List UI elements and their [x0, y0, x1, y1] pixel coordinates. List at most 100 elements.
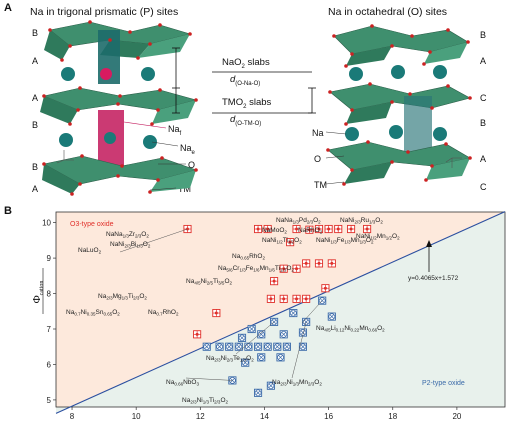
- label-na-nb-o3: Na0.66NbO3: [166, 379, 199, 387]
- tm-label-left: TM: [178, 184, 191, 194]
- label-na-mg-ti: Na2/3Mg1/3Ti2/3O2: [98, 293, 147, 301]
- p2-data-point: [253, 342, 263, 351]
- d1-label: d(O-Na-O): [230, 74, 261, 87]
- d2-label: d(O-TM-O): [230, 114, 262, 127]
- x-tick-label: 16: [324, 412, 333, 421]
- x-tick-label: 8: [70, 412, 75, 421]
- o3-region-label: O3-type oxide: [70, 221, 114, 228]
- plot-frame: [55, 211, 506, 408]
- y-tick-label: 8: [47, 290, 52, 299]
- p2-data-point: [234, 342, 243, 351]
- compound-labels-p2: Na4/5Li0.12Ni0.22Mn0.66O2 Na2/3Ni2/3Te1/…: [166, 325, 385, 405]
- label-na-zr-bi: NaNa1/3Zr2/3O2: [106, 231, 149, 239]
- data-points: [119, 224, 372, 397]
- slab-brackets: [172, 47, 316, 114]
- right-stack-5: A: [480, 154, 487, 164]
- tm-label-right: TM: [314, 180, 327, 190]
- o3-data-point: [321, 284, 330, 293]
- label-na-ni-te: Na2/3Ni2/3Te1/3O2: [206, 355, 254, 363]
- p2-data-point: [273, 342, 282, 351]
- label-nana-pd: NaNa1/3Pd2/3O2: [276, 217, 321, 225]
- o3-data-point: [327, 259, 336, 268]
- p2-data-point: [215, 342, 224, 351]
- y-axis-ticks: 5 6 7 8 9 10: [42, 219, 56, 405]
- left-stack-6: A: [32, 184, 39, 194]
- annotation-leader: [235, 321, 275, 355]
- label-nalu-o2: NaLuO2: [78, 247, 102, 255]
- p2-data-point: [266, 381, 275, 390]
- left-stack-4: B: [32, 120, 39, 130]
- regression-equation: y=0.4065x+1.572: [408, 275, 459, 282]
- p2-data-point: [257, 330, 266, 339]
- label-nani-ru: NaNi2/3Ru1/3O2: [340, 217, 383, 225]
- p2-data-point: [257, 353, 266, 362]
- equation-arrowhead: [426, 240, 432, 247]
- label-namo-o2: NaMoO2: [262, 227, 287, 235]
- annotation-leader: [185, 377, 233, 381]
- p2-region-label: P2-type oxide: [422, 380, 465, 387]
- label-na-ni-sn: Na0.7Ni0.35Sn0.65O2: [66, 309, 120, 317]
- left-stack-1: B: [32, 28, 39, 38]
- label-narh-065: Na0.65RhO2: [232, 253, 265, 261]
- y-tick-label: 6: [47, 360, 52, 369]
- o3-data-point: [253, 224, 263, 234]
- o3-data-point: [305, 225, 314, 234]
- p2-structure-illustration: [40, 20, 198, 196]
- y-tick-label: 5: [47, 396, 52, 405]
- label-na-rh-07: Na0.7RhO2: [148, 309, 179, 317]
- panel-a-letter: A: [4, 2, 12, 14]
- p2-data-point: [289, 308, 298, 318]
- o3-data-point: [302, 294, 311, 303]
- p2-data-point: [247, 324, 256, 334]
- x-tick-label: 20: [452, 412, 461, 421]
- label-na-ni-ti-p2: Na2/3Ni1/3Ti2/3O2: [182, 397, 229, 405]
- p2-data-point: [244, 342, 253, 351]
- x-tick-label: 12: [196, 412, 205, 421]
- o3-data-point: [347, 224, 356, 234]
- y-tick-label: 7: [47, 325, 52, 334]
- right-stack-1: B: [480, 30, 487, 40]
- o3-data-point: [292, 294, 301, 303]
- right-stack-3: C: [480, 93, 487, 103]
- o3-data-point: [363, 224, 372, 234]
- label-na-li-ni-mn: Na4/5Li0.12Ni0.22Mn0.66O2: [316, 325, 385, 333]
- p2-data-point: [263, 342, 272, 351]
- o3-structure-illustration: [325, 24, 472, 186]
- o3-data-point: [279, 294, 288, 303]
- label-na-cr-fe-mn: Na5/6Cr1/3Fe1/6Mn1/6Ti1/3O2: [218, 265, 294, 273]
- right-stack-4: B: [480, 118, 487, 128]
- o3-data-point: [263, 224, 272, 234]
- y-axis-label: Φcation: [31, 281, 45, 304]
- annotation-leader: [119, 228, 188, 253]
- p2-data-point: [276, 353, 285, 362]
- p2-data-point: [225, 342, 234, 351]
- p2-data-point: [279, 330, 288, 339]
- o3-data-point: [292, 264, 301, 273]
- label-na-ni-ti-ti: Na4/5Ni2/5Ti3/5O2: [186, 278, 233, 286]
- slab2-label: TMO2 slabs: [222, 97, 272, 110]
- o3-data-point: [324, 224, 333, 234]
- o3-data-point: [266, 294, 275, 303]
- y-tick-label: 9: [47, 254, 52, 263]
- o3-data-point: [279, 264, 288, 273]
- o3-data-point: [334, 224, 343, 234]
- label-nani-mn: NaNi1/2Mn1/2O2: [356, 233, 400, 241]
- o3-data-point: [314, 259, 324, 268]
- label-narh-o2: NaRhO2: [298, 227, 323, 235]
- x-tick-label: 14: [260, 412, 269, 421]
- left-stack-3: A: [32, 93, 39, 103]
- p2-data-point: [282, 342, 291, 351]
- label-na-ni-mn: Na2/3Ni1/3Mn2/3O2: [272, 379, 322, 387]
- o3-data-point: [212, 308, 221, 318]
- p2-data-point: [202, 342, 211, 351]
- o3-data-point: [270, 277, 279, 286]
- left-stack-5: B: [32, 162, 39, 172]
- y-tick-label: 10: [42, 219, 51, 228]
- naf-label: Naf: [168, 124, 182, 137]
- label-nani-bi: NaNi2/3Bi1/3O2: [110, 241, 151, 249]
- x-tick-label: 10: [132, 412, 141, 421]
- right-stack-6: C: [480, 182, 487, 192]
- o3-data-point: [286, 238, 295, 247]
- panel-a-left-title: Na in trigonal prismatic (P) sites: [30, 6, 179, 18]
